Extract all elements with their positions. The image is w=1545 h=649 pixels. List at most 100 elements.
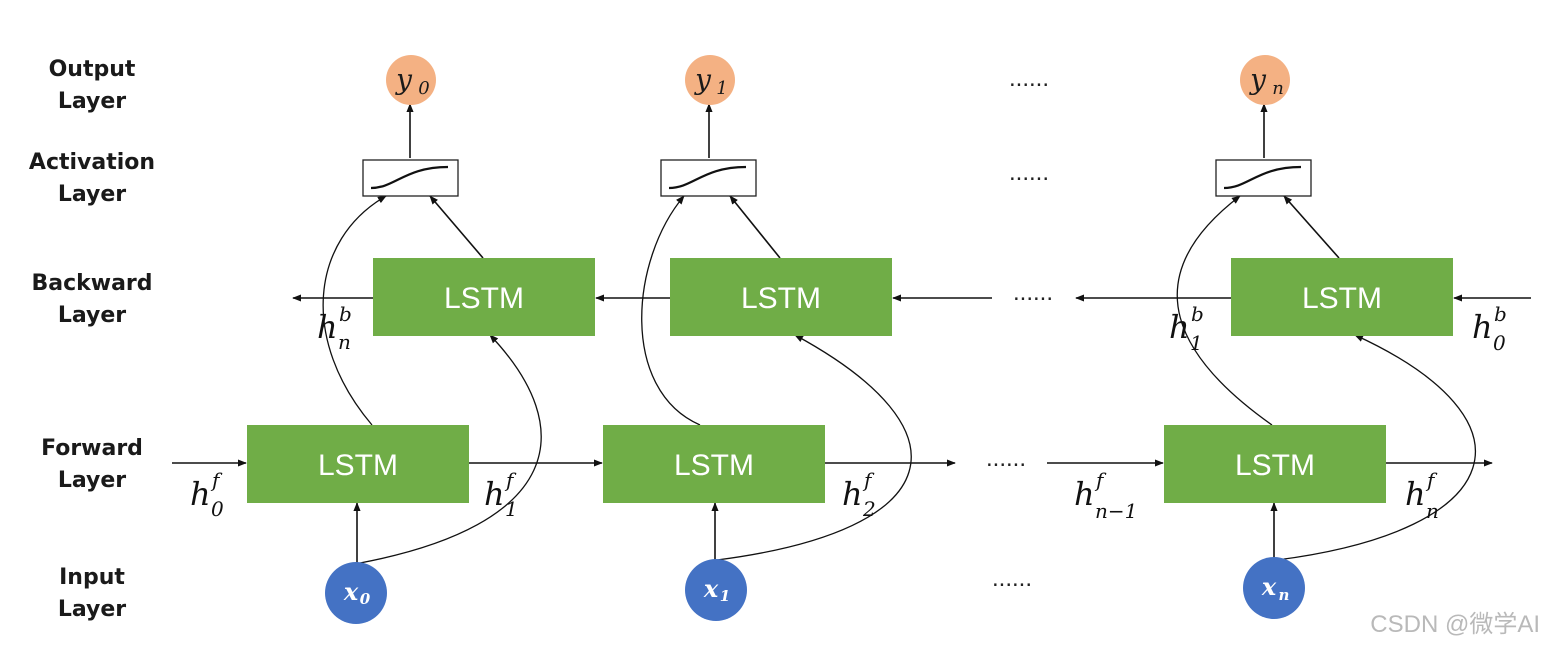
backward-lstm-label-0: LSTM <box>444 282 524 315</box>
backward-lstm-label-n: LSTM <box>1302 282 1382 315</box>
input-to-backward-curve-n <box>1276 334 1476 561</box>
output-layer-label-line1: Output <box>49 57 136 82</box>
hf0-sub: 0 <box>211 497 224 521</box>
hfn1-sub: n−1 <box>1095 499 1137 523</box>
forward-lstm-label-1: LSTM <box>674 449 754 482</box>
hb1-sub: 1 <box>1190 331 1203 355</box>
backward-lstm-cell-n <box>1231 258 1453 336</box>
backward-state-label-n: h b n <box>317 302 352 354</box>
hbn-base: h <box>317 308 338 346</box>
hfn-base: h <box>1405 475 1426 513</box>
curved-arrows <box>322 195 1476 564</box>
forward-state-label-1: h f 1 <box>484 468 518 521</box>
activation-boxes <box>362 159 1312 197</box>
activation-layer-label-line2: Layer <box>58 182 126 207</box>
hb1-base: h <box>1169 308 1190 346</box>
input-layer-label-line2: Layer <box>58 597 126 622</box>
ellipses: ...... ...... ...... ...... ...... <box>986 65 1053 592</box>
output-node-n-sub: n <box>1272 78 1284 99</box>
input-nodes: x 0 x 1 x n <box>325 557 1305 624</box>
hb1-sup: b <box>1191 302 1204 326</box>
backward-lstm-cell-0 <box>373 258 595 336</box>
activation-ellipsis: ...... <box>1009 159 1049 186</box>
forward-lstm-label-n: LSTM <box>1235 449 1315 482</box>
input-node-n-base: x <box>1261 572 1277 601</box>
backward-lstm-cell-1 <box>670 258 892 336</box>
backward-state-labels: h b n h b 1 h b 0 <box>317 302 1507 355</box>
activation-layer-label-line1: Activation <box>29 150 155 175</box>
output-ellipsis: ...... <box>1009 65 1049 92</box>
hf2-sup: f <box>862 468 875 492</box>
forward-layer-label-line1: Forward <box>41 436 143 461</box>
hbn-sub: n <box>338 330 351 354</box>
backward-lstm-cells: LSTM LSTM LSTM <box>373 258 1453 336</box>
input-node-0 <box>325 562 387 624</box>
input-node-1-base: x <box>703 574 719 603</box>
hb0-sub: 0 <box>1493 331 1506 355</box>
output-nodes: y 0 y 1 y n <box>386 55 1290 105</box>
input-to-backward-curve-0 <box>359 334 542 564</box>
activation-box-0 <box>362 159 459 197</box>
hb0-base: h <box>1472 308 1493 346</box>
output-layer-label-line2: Layer <box>58 89 126 114</box>
hfn1-base: h <box>1074 475 1095 513</box>
input-ellipsis: ...... <box>992 565 1032 592</box>
arrows <box>172 103 1531 563</box>
forward-to-activation-curve-0 <box>322 195 387 426</box>
backward-state-label-0: h b 0 <box>1472 302 1507 355</box>
hf1-sub: 1 <box>505 497 518 521</box>
hf2-base: h <box>842 475 863 513</box>
input-to-backward-curve-1 <box>716 334 912 561</box>
hf1-sup: f <box>504 468 517 492</box>
hf2-sub: 2 <box>862 497 876 521</box>
hf0-base: h <box>190 475 211 513</box>
output-node-n-base: y <box>1248 63 1267 96</box>
input-node-n <box>1243 557 1305 619</box>
forward-to-activation-curve-1 <box>641 195 701 426</box>
output-node-0 <box>386 55 436 105</box>
output-node-1-sub: 1 <box>716 78 727 99</box>
activation-box-1 <box>660 159 757 197</box>
input-node-1 <box>685 559 747 621</box>
hf0-sup: f <box>210 468 223 492</box>
hfn1-sup: f <box>1094 468 1107 492</box>
backward-to-activation-arrow-n <box>1283 195 1340 259</box>
output-node-n <box>1240 55 1290 105</box>
forward-state-label-0: h f 0 <box>190 468 224 521</box>
forward-lstm-cell-n <box>1164 425 1386 503</box>
sigmoid-icon <box>1223 165 1302 190</box>
forward-state-label-n-1: h f n−1 <box>1074 468 1137 523</box>
input-layer-label-line1: Input <box>59 565 125 590</box>
forward-lstm-cell-0 <box>247 425 469 503</box>
input-node-n-sub: n <box>1279 586 1290 604</box>
forward-to-activation-curve-n <box>1176 195 1273 426</box>
hbn-sup: b <box>339 302 352 326</box>
backward-to-activation-arrow-1 <box>729 195 781 259</box>
hfn-sub: n <box>1426 499 1439 523</box>
watermark: CSDN @微学AI <box>1370 611 1540 638</box>
activation-box-n <box>1215 159 1312 197</box>
backward-ellipsis: ...... <box>1013 279 1053 306</box>
backward-state-label-1: h b 1 <box>1169 302 1204 355</box>
output-node-1-base: y <box>693 63 712 96</box>
backward-layer-label-line2: Layer <box>58 303 126 328</box>
output-node-1 <box>685 55 735 105</box>
forward-lstm-label-0: LSTM <box>318 449 398 482</box>
sigmoid-icon <box>668 165 747 190</box>
input-node-1-sub: 1 <box>720 587 730 605</box>
input-node-0-sub: 0 <box>360 590 371 608</box>
sigmoid-icon <box>370 165 449 190</box>
backward-lstm-label-1: LSTM <box>741 282 821 315</box>
backward-layer-label-line1: Backward <box>31 271 152 296</box>
forward-state-labels: h f 0 h f 1 h f 2 h f n−1 h f n <box>190 468 1439 523</box>
forward-state-label-2: h f 2 <box>842 468 876 521</box>
output-node-0-base: y <box>394 63 413 96</box>
forward-state-label-n: h f n <box>1405 468 1439 523</box>
backward-to-activation-arrow-0 <box>429 195 484 259</box>
forward-layer-label-line2: Layer <box>58 468 126 493</box>
forward-lstm-cells: LSTM LSTM LSTM <box>247 425 1386 503</box>
layer-labels: Output Layer Activation Layer Backward L… <box>29 57 155 622</box>
hf1-base: h <box>484 475 505 513</box>
hb0-sup: b <box>1494 302 1507 326</box>
